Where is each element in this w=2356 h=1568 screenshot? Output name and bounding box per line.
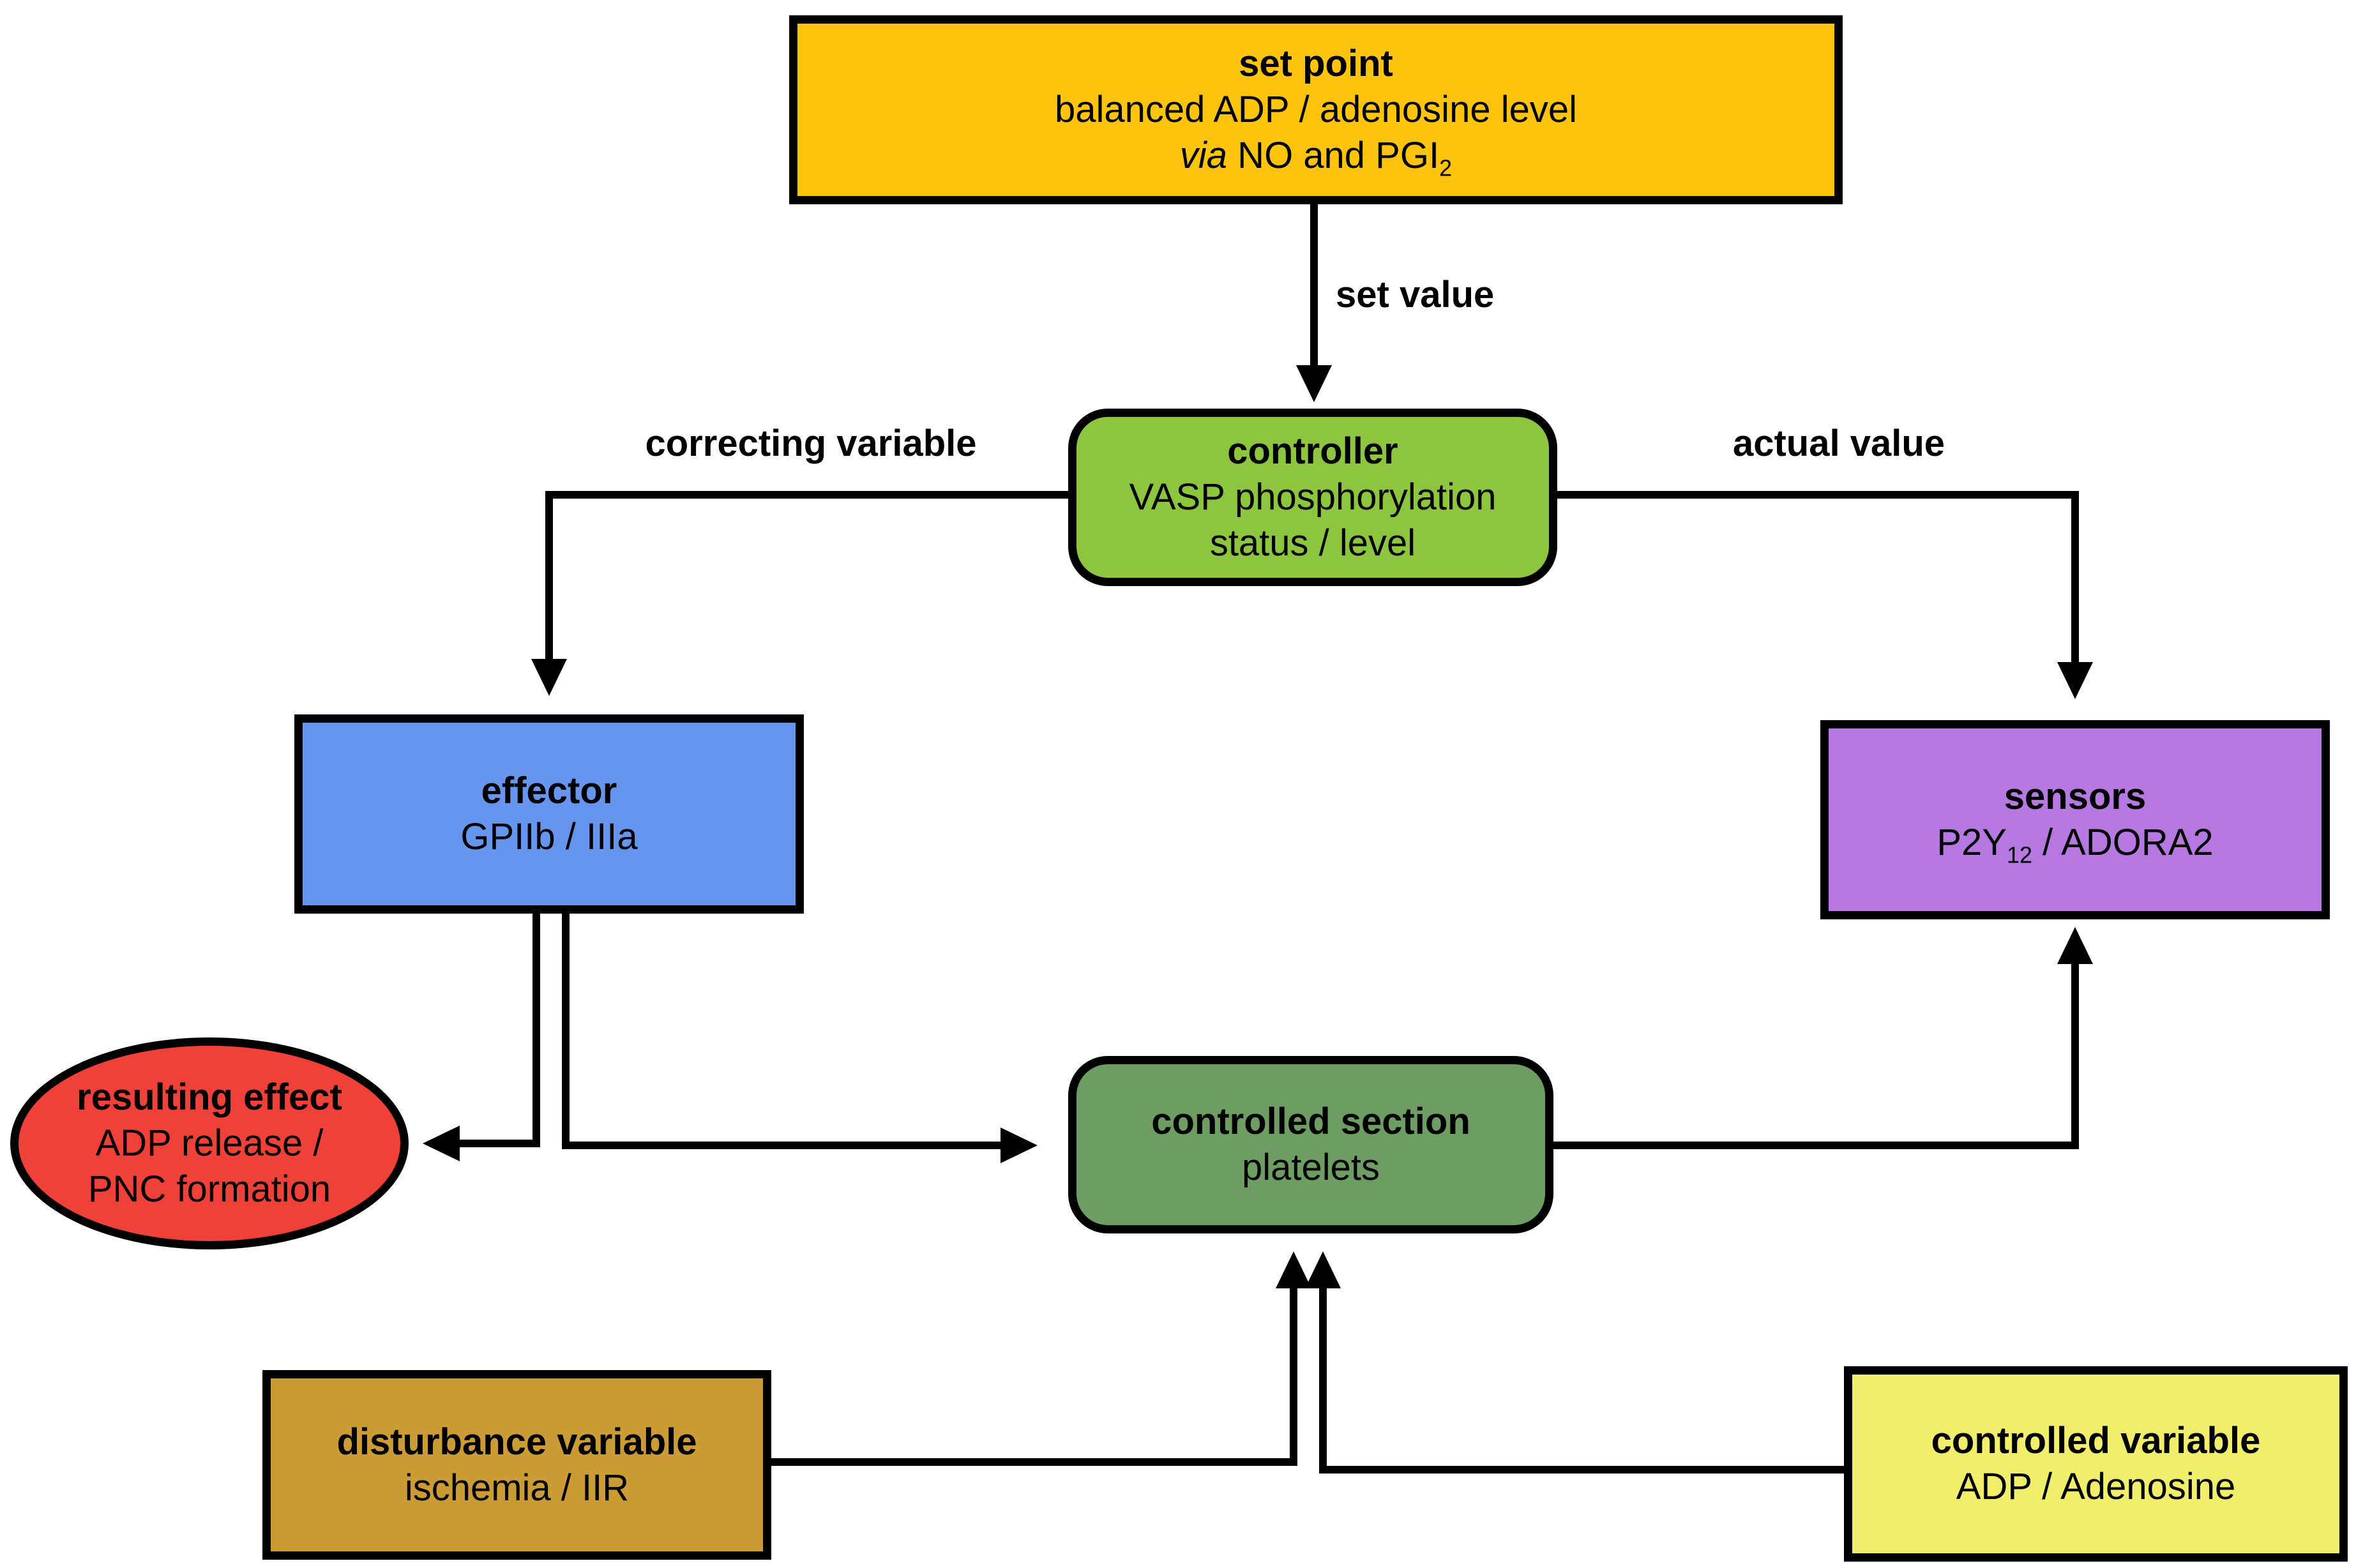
arrowhead-up-icon	[1305, 1251, 1341, 1288]
node-title: controlled section	[1151, 1101, 1470, 1143]
arrowhead-right-icon	[1001, 1127, 1038, 1163]
italic-text: via	[1179, 134, 1228, 176]
node-title: effector	[481, 770, 617, 812]
edge-controlled-variable-to-controlled-section	[1319, 1288, 1852, 1474]
edge-controlled-section-to-sensors	[1549, 964, 2079, 1149]
edge-label-set-value: set value	[1336, 274, 1495, 315]
node-line: VASP phosphorylation	[1129, 476, 1497, 518]
node-line: ischemia / IIR	[404, 1466, 630, 1509]
node-title: set point	[1239, 43, 1393, 85]
edge-effector-to-resulting-effect	[460, 908, 540, 1147]
edge-label-actual-value: actual value	[1732, 423, 1945, 464]
node-title: controller	[1227, 430, 1398, 472]
arrowhead-up-icon	[1276, 1251, 1311, 1288]
node-set-point: set point balanced ADP / adenosine level…	[789, 15, 1843, 204]
edge-effector-to-controlled-section	[562, 908, 1001, 1149]
node-line: balanced ADP / adenosine level	[1055, 89, 1577, 131]
plain-text: P2Y	[1937, 822, 2007, 863]
node-line: platelets	[1241, 1147, 1380, 1188]
edge-disturbance-to-controlled-section	[766, 1288, 1297, 1466]
arrowhead-up-icon	[2057, 927, 2093, 964]
node-resulting-effect: resulting effect ADP release / PNC forma…	[10, 1037, 409, 1249]
node-controlled-section: controlled section platelets	[1068, 1056, 1553, 1233]
node-title: disturbance variable	[336, 1421, 697, 1463]
node-disturbance-variable: disturbance variable ischemia / IIR	[262, 1370, 771, 1560]
node-line: via NO and PGI2	[1180, 133, 1452, 179]
node-title: controlled variable	[1931, 1420, 2261, 1462]
node-title: sensors	[2004, 776, 2147, 818]
arrowhead-down-icon	[1296, 365, 1332, 402]
subscript-text: 12	[2006, 841, 2032, 868]
node-line: GPIIb / IIIa	[460, 816, 638, 857]
arrowhead-left-icon	[423, 1126, 460, 1161]
edge-controller-to-effector	[545, 491, 1073, 659]
node-line: P2Y12 / ADORA2	[1937, 820, 2213, 866]
node-sensors: sensors P2Y12 / ADORA2	[1820, 720, 2330, 919]
subscript-text: 2	[1439, 155, 1453, 181]
arrowhead-down-icon	[2057, 662, 2093, 699]
node-line: ADP release /	[95, 1122, 324, 1165]
edge-controller-to-sensors	[1553, 491, 2079, 662]
plain-text: NO and PGI	[1227, 134, 1440, 176]
node-controller: controller VASP phosphorylation status /…	[1068, 409, 1557, 586]
node-controlled-variable: controlled variable ADP / Adenosine	[1844, 1366, 2348, 1562]
node-effector: effector GPIIb / IIIa	[294, 714, 804, 914]
edge-label-correcting-variable: correcting variable	[645, 423, 977, 464]
node-title: resulting effect	[77, 1076, 342, 1119]
node-line: status / level	[1209, 522, 1416, 564]
plain-text: / ADORA2	[2032, 822, 2214, 863]
arrowhead-down-icon	[531, 659, 567, 696]
node-line: PNC formation	[87, 1168, 331, 1210]
node-line: ADP / Adenosine	[1956, 1466, 2236, 1507]
